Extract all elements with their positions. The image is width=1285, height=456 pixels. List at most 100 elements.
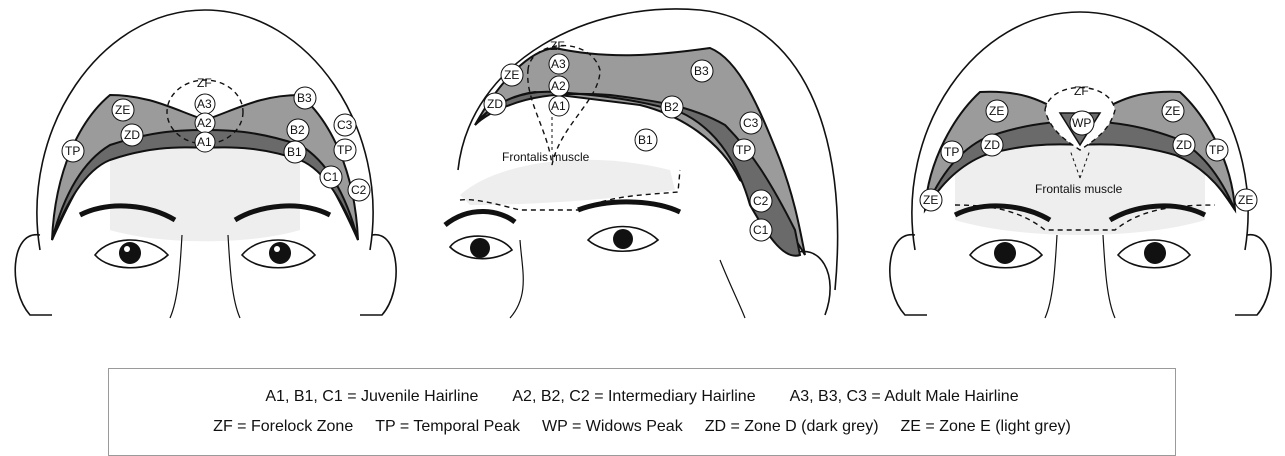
svg-text:ZF: ZF — [1074, 84, 1089, 98]
zone-label-b1: B1 — [635, 129, 657, 151]
svg-text:ZD: ZD — [124, 128, 140, 142]
zone-label-a3: A3 — [549, 54, 569, 74]
zone-label-zd: ZD — [484, 93, 506, 115]
legend-temporal-peak: TP = Temporal Peak — [375, 418, 520, 436]
zone-label-a3: A3 — [195, 94, 215, 114]
zone-label-b3: B3 — [294, 87, 316, 109]
widows-peak-view-panel: Frontalis muscle ZF WP ZE ZE ZD ZD TP TP… — [870, 0, 1285, 320]
svg-text:ZE: ZE — [923, 193, 938, 207]
zone-label-c2: C2 — [348, 179, 370, 201]
left-pupil — [470, 238, 490, 258]
svg-text:B3: B3 — [694, 64, 709, 78]
legend-zone-e: ZE = Zone E (light grey) — [901, 418, 1071, 436]
frontal-view-illustration: ZF A3 A2 A1 ZE ZD TP B3 B2 B1 C3 TP C1 C… — [0, 0, 410, 320]
zone-label-b2: B2 — [287, 119, 309, 141]
zone-label-ze-left: ZE — [986, 100, 1008, 122]
svg-text:ZD: ZD — [487, 97, 503, 111]
svg-text:C1: C1 — [753, 223, 769, 237]
oblique-view-panel: Frontalis muscle ZF A3 A2 A1 ZE ZD B3 B2… — [440, 0, 870, 320]
zone-label-a1: A1 — [195, 132, 215, 152]
svg-text:ZD: ZD — [984, 138, 1000, 152]
svg-text:A2: A2 — [551, 79, 566, 93]
svg-text:B1: B1 — [638, 133, 653, 147]
zone-label-a2: A2 — [195, 113, 215, 133]
zone-label-tp-right: TP — [1206, 139, 1228, 161]
right-ear — [360, 235, 396, 315]
svg-text:A1: A1 — [551, 99, 566, 113]
zone-label-c1: C1 — [750, 219, 772, 241]
legend-forelock-zone: ZF = Forelock Zone — [213, 418, 353, 436]
right-pupil-highlight — [274, 246, 280, 252]
legend-row-zones: ZF = Forelock Zone TP = Temporal Peak WP… — [213, 418, 1071, 436]
svg-text:TP: TP — [65, 144, 80, 158]
zone-label-zd-left: ZD — [981, 134, 1003, 156]
zone-label-wp: WP — [1070, 111, 1094, 135]
zone-label-ze: ZE — [112, 99, 134, 121]
svg-text:A3: A3 — [197, 97, 212, 111]
svg-text:TP: TP — [944, 145, 959, 159]
frontalis-muscle-label: Frontalis muscle — [1035, 182, 1123, 196]
frontal-view-panel: ZF A3 A2 A1 ZE ZD TP B3 B2 B1 C3 TP C1 C… — [0, 0, 410, 320]
zone-label-zf: ZF — [197, 76, 212, 90]
svg-text:C1: C1 — [323, 170, 339, 184]
zone-label-b3: B3 — [691, 60, 713, 82]
zone-label-zd-right: ZD — [1173, 134, 1195, 156]
right-ear — [790, 251, 830, 315]
svg-text:C3: C3 — [743, 116, 759, 130]
left-pupil-highlight — [124, 246, 130, 252]
zone-label-c3: C3 — [740, 112, 762, 134]
zone-label-ze-right: ZE — [1162, 100, 1184, 122]
svg-text:ZD: ZD — [1176, 138, 1192, 152]
right-pupil — [1144, 242, 1166, 264]
nose-line — [510, 240, 523, 318]
svg-text:C3: C3 — [337, 118, 353, 132]
right-ear — [1235, 235, 1271, 315]
svg-text:ZE: ZE — [115, 103, 130, 117]
zone-label-a1: A1 — [549, 96, 569, 116]
svg-text:B2: B2 — [290, 123, 305, 137]
oblique-view-illustration: Frontalis muscle ZF A3 A2 A1 ZE ZD B3 B2… — [440, 0, 870, 320]
zone-label-c2: C2 — [750, 190, 772, 212]
svg-text:B1: B1 — [287, 145, 302, 159]
right-pupil — [269, 242, 291, 264]
legend-box: A1, B1, C1 = Juvenile Hairline A2, B2, C… — [108, 368, 1176, 456]
svg-text:ZE: ZE — [989, 104, 1004, 118]
svg-text:B3: B3 — [297, 91, 312, 105]
svg-text:C2: C2 — [753, 194, 769, 208]
zone-label-tp-right: TP — [334, 139, 356, 161]
zone-label-tp-left: TP — [62, 140, 84, 162]
zone-label-zf: ZF — [550, 39, 565, 53]
zone-label-b1: B1 — [284, 141, 306, 163]
frontalis-hair-area — [110, 139, 300, 242]
svg-text:A3: A3 — [551, 57, 566, 71]
zone-label-c3: C3 — [334, 114, 356, 136]
legend-zone-d: ZD = Zone D (dark grey) — [705, 418, 879, 436]
zone-label-c1: C1 — [320, 166, 342, 188]
svg-text:TP: TP — [1209, 143, 1224, 157]
left-pupil — [119, 242, 141, 264]
svg-text:A2: A2 — [197, 116, 212, 130]
svg-text:ZE: ZE — [1165, 104, 1180, 118]
legend-row-hairlines: A1, B1, C1 = Juvenile Hairline A2, B2, C… — [265, 388, 1018, 406]
svg-text:ZE: ZE — [1238, 193, 1253, 207]
right-brow — [578, 202, 680, 212]
svg-text:C2: C2 — [351, 183, 367, 197]
frontalis-muscle-label: Frontalis muscle — [502, 150, 590, 164]
left-ear — [15, 235, 52, 315]
zone-label-ze-far-right: ZE — [1235, 189, 1257, 211]
zone-label-zd: ZD — [121, 124, 143, 146]
nose-line-right — [228, 235, 240, 318]
legend-juvenile-hairline: A1, B1, C1 = Juvenile Hairline — [265, 388, 478, 406]
svg-text:TP: TP — [337, 143, 352, 157]
nose-line-left — [170, 235, 182, 318]
nose-line-right — [1103, 235, 1115, 318]
svg-text:TP: TP — [736, 143, 751, 157]
zone-label-tp-left: TP — [941, 141, 963, 163]
zone-label-ze-far-left: ZE — [920, 189, 942, 211]
zone-label-a2: A2 — [549, 76, 569, 96]
svg-text:ZE: ZE — [504, 68, 519, 82]
frontalis-hair-area — [460, 160, 675, 205]
svg-text:A1: A1 — [197, 135, 212, 149]
left-pupil — [994, 242, 1016, 264]
svg-text:ZF: ZF — [550, 39, 565, 53]
